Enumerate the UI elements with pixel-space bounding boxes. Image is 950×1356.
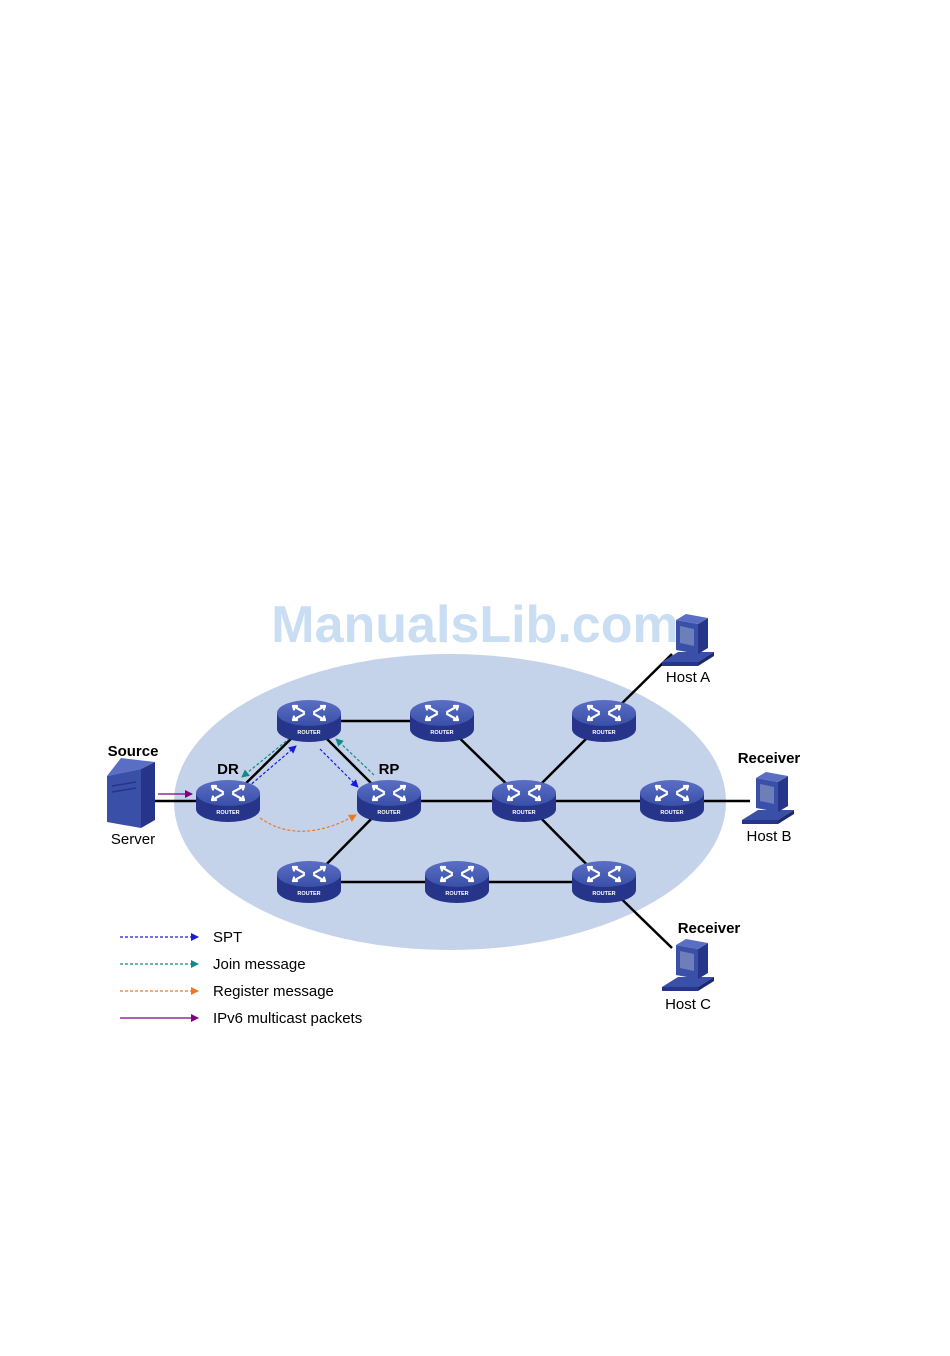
dr-label: DR — [217, 761, 239, 778]
router-core-icon — [492, 780, 556, 822]
legend-spt-label: SPT — [213, 929, 242, 946]
watermark-text: ManualsLib.com — [271, 596, 678, 654]
host-b-role-label: Receiver — [738, 750, 801, 767]
server-label: Server — [111, 831, 155, 848]
router-5-icon — [572, 700, 636, 742]
router-6-icon — [640, 780, 704, 822]
host-c-label: Host C — [665, 996, 711, 1013]
router-dr-icon — [196, 780, 260, 822]
router-8-icon — [425, 861, 489, 903]
legend-ipv6-label: IPv6 multicast packets — [213, 1010, 362, 1027]
server-icon — [107, 758, 155, 828]
legend: SPT Join message Register message IPv6 m… — [120, 929, 362, 1027]
router-9-icon — [572, 861, 636, 903]
host-b-computer-icon — [742, 772, 794, 824]
source-label: Source — [108, 743, 159, 760]
router-7-icon — [277, 861, 341, 903]
rp-label: RP — [379, 761, 400, 778]
legend-join-label: Join message — [213, 956, 306, 973]
host-a-label: Host A — [666, 669, 710, 686]
host-b-label: Host B — [746, 828, 791, 845]
host-c-role-label: Receiver — [678, 920, 741, 937]
router-rp-icon — [357, 780, 421, 822]
router-2-icon — [410, 700, 474, 742]
router-1-icon — [277, 700, 341, 742]
legend-register-label: Register message — [213, 983, 334, 1000]
